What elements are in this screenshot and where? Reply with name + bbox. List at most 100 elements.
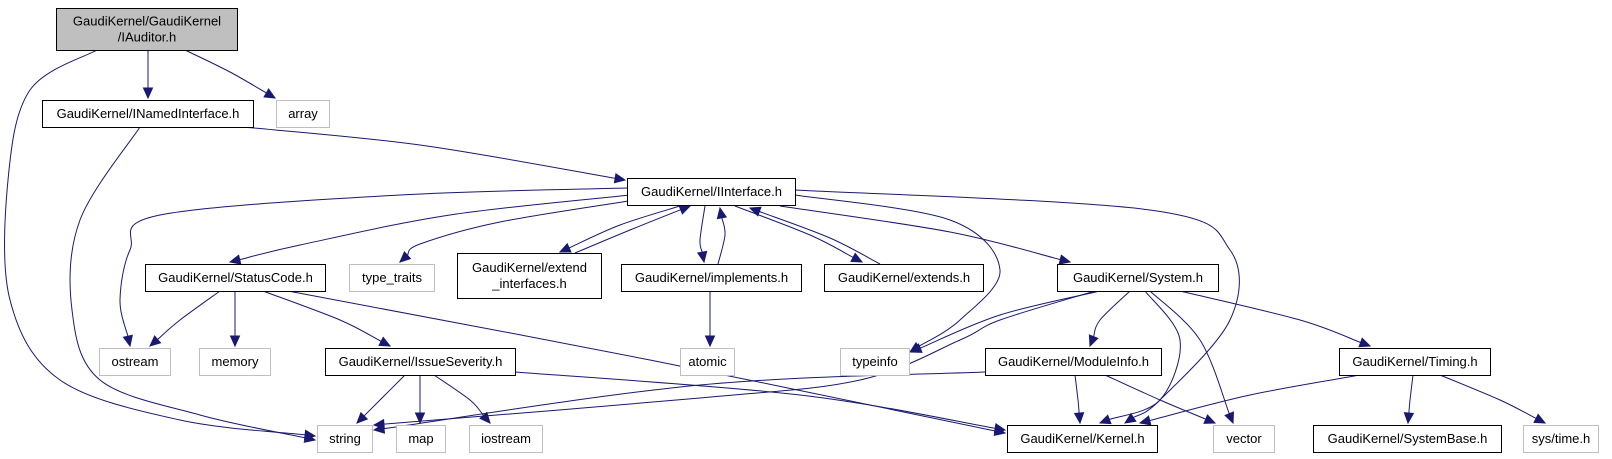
- edge-line: [69, 126, 306, 439]
- arrowhead-icon: [1403, 412, 1415, 425]
- edge-line: [407, 199, 636, 256]
- node-type_traits: type_traits: [349, 264, 435, 292]
- arrowhead-icon: [1358, 337, 1372, 348]
- node-label: string: [329, 431, 361, 446]
- node-map: map: [396, 425, 446, 453]
- node-inamedinterface[interactable]: GaudiKernel/INamedInterface.h: [42, 100, 254, 128]
- arrowhead-icon: [613, 173, 627, 184]
- arrowhead-icon: [263, 88, 277, 99]
- node-memory: memory: [199, 348, 271, 376]
- node-label: array: [288, 106, 318, 121]
- edge-line: [794, 194, 1001, 348]
- edge-line: [759, 211, 881, 265]
- edge-system-to-kernel: [1098, 290, 1181, 425]
- node-box: [985, 348, 1162, 376]
- arrowhead-icon: [1073, 412, 1085, 425]
- node-statuscode[interactable]: GaudiKernel/StatusCode.h: [145, 264, 326, 292]
- edge-iinterface-to-kernel: [794, 189, 1240, 424]
- edge-line: [262, 290, 382, 342]
- node-atomic: atomic: [680, 348, 735, 376]
- node-label: GaudiKernel/extend: [472, 260, 587, 275]
- edge-statuscode-to-issueseverity: [262, 290, 392, 347]
- arrowhead-icon: [696, 250, 708, 264]
- node-label: memory: [212, 354, 259, 369]
- edge-inamedinterface-to-iinterface: [242, 126, 627, 184]
- arrowhead-icon: [704, 335, 716, 348]
- node-box: [349, 264, 435, 292]
- node-box: [457, 253, 602, 299]
- node-timing[interactable]: GaudiKernel/Timing.h: [1339, 348, 1491, 376]
- edge-iinterface-to-extends: [734, 205, 864, 263]
- edge-issueseverity-to-iostream: [433, 374, 491, 424]
- node-systembase[interactable]: GaudiKernel/SystemBase.h: [1313, 425, 1502, 453]
- node-ostream: ostream: [99, 348, 171, 376]
- arrowhead-icon: [122, 334, 133, 348]
- node-box: [276, 100, 330, 128]
- edge-moduleinfo-to-string: [372, 371, 986, 434]
- node-kernel[interactable]: GaudiKernel/Kernel.h: [1007, 425, 1158, 453]
- arrowhead-icon: [228, 254, 242, 265]
- node-box: [680, 348, 735, 376]
- node-moduleinfo[interactable]: GaudiKernel/ModuleInfo.h: [985, 348, 1162, 376]
- node-system[interactable]: GaudiKernel/System.h: [1057, 264, 1219, 292]
- edge-extend_interfaces-to-iinterface: [574, 205, 692, 254]
- arrowhead-icon: [1123, 412, 1137, 424]
- arrowhead-icon: [1138, 415, 1152, 426]
- node-label: type_traits: [362, 270, 422, 285]
- edge-line: [242, 126, 616, 179]
- node-box: [1523, 425, 1599, 453]
- edge-line: [779, 205, 1061, 261]
- node-vector: vector: [1213, 425, 1275, 453]
- edge-implements-to-atomic: [704, 291, 716, 348]
- node-box: [840, 348, 910, 376]
- node-box: [56, 8, 238, 51]
- edge-system-to-typeinfo: [909, 290, 1101, 353]
- node-label: /IAuditor.h: [118, 30, 177, 45]
- edge-system-to-timing: [1179, 290, 1372, 348]
- arrowhead-icon: [850, 252, 864, 263]
- edge-line: [287, 290, 996, 432]
- node-iinterface[interactable]: GaudiKernel/IInterface.h: [627, 178, 796, 206]
- edge-line: [1093, 290, 1131, 337]
- node-label: GaudiKernel/SystemBase.h: [1328, 431, 1488, 446]
- arrowhead-icon: [378, 336, 392, 347]
- node-box: [1007, 425, 1158, 453]
- edge-issueseverity-to-string: [356, 374, 406, 424]
- nodes-layer: GaudiKernel/GaudiKernel/IAuditor.hGaudiK…: [42, 8, 1599, 453]
- node-extend_interfaces[interactable]: GaudiKernel/extend_interfaces.h: [457, 253, 602, 299]
- edge-line: [1074, 374, 1080, 414]
- arrowhead-icon: [1203, 414, 1217, 424]
- node-box: [1313, 425, 1502, 453]
- node-label: GaudiKernel/IssueSeverity.h: [339, 354, 503, 369]
- node-box: [396, 425, 446, 453]
- arrowhead-icon: [748, 206, 762, 217]
- node-array: array: [276, 100, 330, 128]
- edge-moduleinfo-to-kernel: [1073, 374, 1085, 425]
- edge-iinterface-to-extend_interfaces: [558, 205, 681, 253]
- edge-iinterface-to-statuscode: [228, 194, 631, 265]
- node-issueseverity[interactable]: GaudiKernel/IssueSeverity.h: [325, 348, 516, 376]
- edge-line: [1179, 290, 1361, 343]
- edge-line: [1149, 290, 1230, 414]
- edge-extends-to-iinterface: [748, 206, 881, 265]
- edge-statuscode-to-ostream: [149, 290, 221, 347]
- node-implements[interactable]: GaudiKernel/implements.h: [621, 264, 802, 292]
- edge-timing-to-systembase: [1403, 374, 1415, 425]
- node-label: GaudiKernel/extends.h: [838, 270, 970, 285]
- node-box: [99, 348, 171, 376]
- arrowhead-icon: [303, 432, 317, 443]
- edge-line: [119, 187, 628, 337]
- node-systime: sys/time.h: [1523, 425, 1599, 453]
- node-iauditor[interactable]: GaudiKernel/GaudiKernel/IAuditor.h: [56, 8, 238, 51]
- node-extends[interactable]: GaudiKernel/extends.h: [824, 264, 984, 292]
- node-label: GaudiKernel/IInterface.h: [641, 184, 782, 199]
- node-label: _interfaces.h: [491, 276, 566, 291]
- arrowhead-icon: [142, 87, 154, 100]
- node-label: ostream: [112, 354, 159, 369]
- edge-line: [4, 49, 306, 436]
- edge-issueseverity-to-kernel: [514, 371, 1007, 434]
- edge-line: [433, 374, 484, 416]
- node-label: GaudiKernel/Timing.h: [1352, 354, 1477, 369]
- node-label: sys/time.h: [1532, 431, 1591, 446]
- edge-issueseverity-to-map: [414, 375, 426, 425]
